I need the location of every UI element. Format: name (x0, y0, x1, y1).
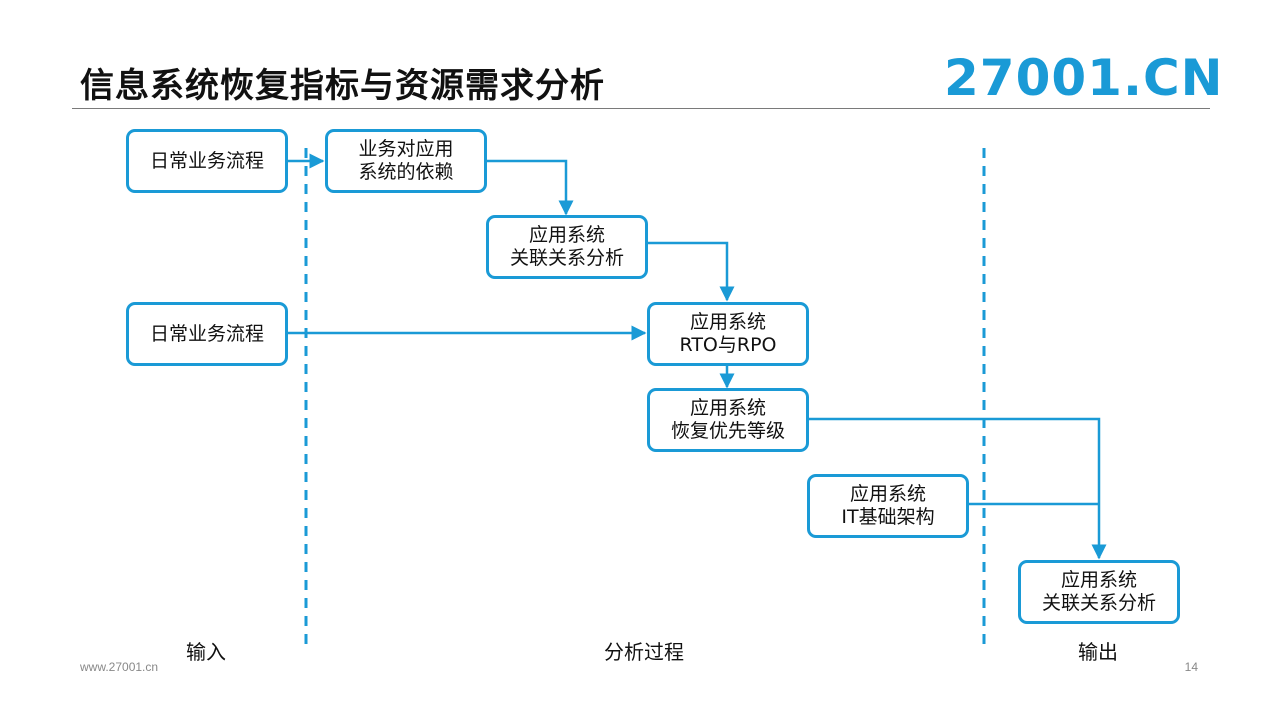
node-line: 系统的依赖 (358, 161, 454, 183)
connector-relationship-to-rto (646, 241, 735, 302)
node-line: RTO与RPO (679, 334, 777, 356)
input-process-node-1: 日常业务流程 (126, 129, 288, 193)
page-title: 信息系统恢复指标与资源需求分析 (80, 66, 605, 106)
zone-label-process: 分析过程 (604, 640, 684, 664)
connector-dependency-to-relationship (486, 159, 574, 216)
zone-label-output: 输出 (1078, 640, 1118, 664)
node-line: IT基础架构 (841, 506, 935, 528)
node-line: 关联关系分析 (509, 247, 624, 269)
business-app-dependency-node: 业务对应用 系统的依赖 (325, 129, 487, 193)
node-line: 应用系统 (528, 224, 605, 246)
node-line: 业务对应用 (358, 138, 454, 160)
title-divider (72, 108, 1210, 109)
brand-logo: 27001.CN (944, 49, 1224, 107)
output-relationship-analysis-node: 应用系统 关联关系分析 (1018, 560, 1180, 624)
node-line: 日常业务流程 (149, 149, 264, 172)
node-line: 应用系统 (689, 311, 766, 333)
app-it-infrastructure-node: 应用系统 IT基础架构 (807, 474, 969, 538)
node-line: 恢复优先等级 (670, 420, 785, 442)
connector-priority-to-output (808, 417, 1107, 560)
node-line: 日常业务流程 (149, 322, 264, 345)
node-line: 应用系统 (849, 483, 926, 505)
page-number: 14 (1184, 660, 1198, 674)
app-relationship-analysis-node: 应用系统 关联关系分析 (486, 215, 648, 279)
node-line: 关联关系分析 (1041, 592, 1156, 614)
node-line: 应用系统 (689, 397, 766, 419)
input-process-node-2: 日常业务流程 (126, 302, 288, 366)
app-rto-rpo-node: 应用系统 RTO与RPO (647, 302, 809, 366)
app-recovery-priority-node: 应用系统 恢复优先等级 (647, 388, 809, 452)
node-line: 应用系统 (1060, 569, 1137, 591)
zone-label-input: 输入 (186, 640, 226, 664)
footer-url: www.27001.cn (80, 660, 159, 674)
